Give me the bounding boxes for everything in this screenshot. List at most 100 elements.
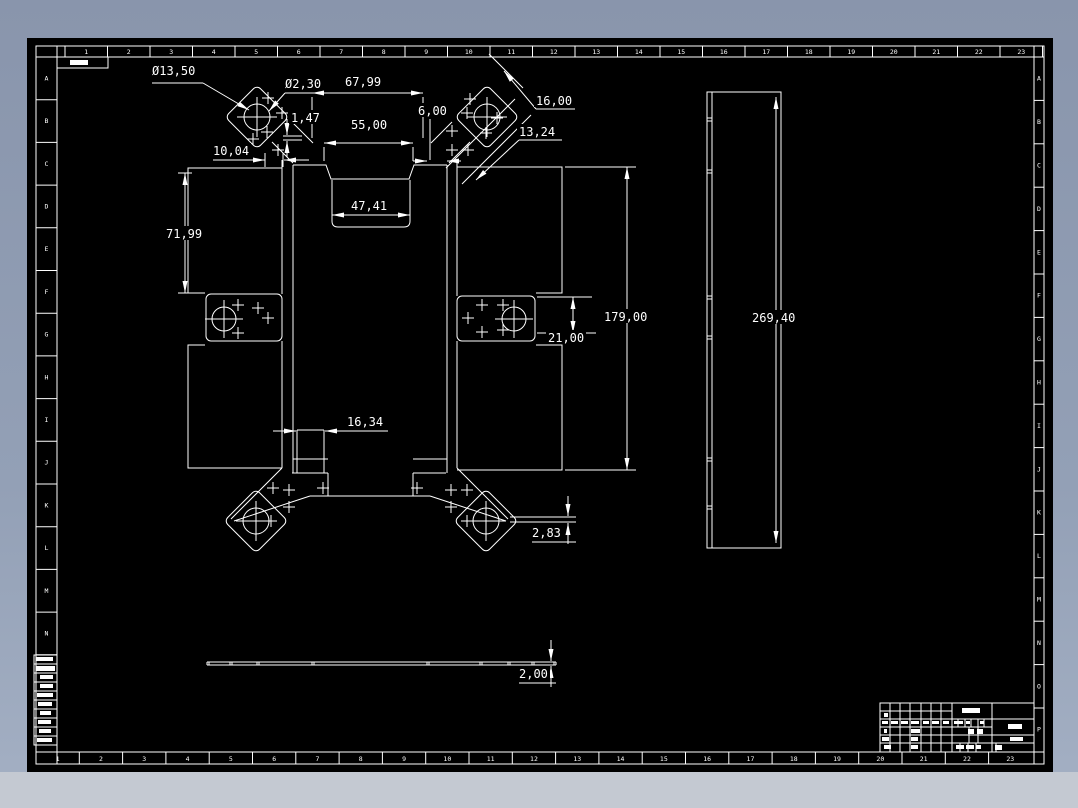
svg-text:B: B <box>45 117 49 125</box>
svg-text:19: 19 <box>833 755 841 763</box>
dimension-label-foot-width: 16,34 <box>345 414 385 429</box>
svg-text:E: E <box>45 245 49 253</box>
dimension-label-tab-height: 21,00 <box>546 330 586 345</box>
svg-text:10: 10 <box>465 48 473 56</box>
svg-text:71,99: 71,99 <box>166 227 202 241</box>
dimension-labels: Ø13,50 Ø2,30 67,99 1,47 55,00 6,00 16,00… <box>150 63 798 681</box>
svg-text:H: H <box>1037 379 1041 387</box>
svg-text:K: K <box>1037 509 1041 517</box>
svg-text:17: 17 <box>762 48 770 56</box>
svg-text:13: 13 <box>592 48 600 56</box>
svg-text:1: 1 <box>56 755 60 763</box>
svg-text:5: 5 <box>229 755 233 763</box>
svg-text:21,00: 21,00 <box>548 331 584 345</box>
svg-text:22: 22 <box>975 48 983 56</box>
svg-text:6: 6 <box>272 755 276 763</box>
svg-text:6,00: 6,00 <box>418 104 447 118</box>
svg-text:18: 18 <box>805 48 813 56</box>
svg-text:11: 11 <box>487 755 495 763</box>
dimension-label-tab-offset: 10,04 <box>211 143 251 158</box>
svg-text:I: I <box>1037 422 1041 430</box>
svg-text:M: M <box>1037 596 1041 604</box>
svg-text:11: 11 <box>507 48 515 56</box>
svg-text:3: 3 <box>169 48 173 56</box>
svg-text:3: 3 <box>142 755 146 763</box>
svg-text:L: L <box>1037 552 1041 560</box>
svg-text:14: 14 <box>635 48 643 56</box>
dimension-label-chamfer: 16,00 <box>534 93 574 108</box>
svg-text:G: G <box>1037 335 1041 343</box>
dimension-label-tongue-width: 47,41 <box>349 198 389 213</box>
svg-text:2,83: 2,83 <box>532 526 561 540</box>
svg-text:7: 7 <box>339 48 343 56</box>
svg-text:10: 10 <box>443 755 451 763</box>
svg-text:K: K <box>45 501 49 509</box>
dimension-label-offset: 1,47 <box>289 110 322 125</box>
svg-text:18: 18 <box>790 755 798 763</box>
svg-text:I: I <box>45 416 49 424</box>
svg-text:10,04: 10,04 <box>213 144 249 158</box>
svg-text:13,24: 13,24 <box>519 125 555 139</box>
dimension-label-top-width: 67,99 <box>343 74 383 89</box>
svg-text:1,47: 1,47 <box>291 111 320 125</box>
sheet-label-box <box>56 56 109 69</box>
dimension-label-frame-height: 179,00 <box>602 309 649 324</box>
svg-text:21: 21 <box>920 755 928 763</box>
svg-text:2: 2 <box>99 755 103 763</box>
svg-text:4: 4 <box>212 48 216 56</box>
svg-text:J: J <box>1037 465 1041 473</box>
svg-text:D: D <box>45 202 49 210</box>
drawing-canvas <box>27 38 1053 772</box>
svg-text:A: A <box>45 74 49 82</box>
dimension-label-slot-width: 55,00 <box>349 117 389 132</box>
svg-text:G: G <box>45 331 49 339</box>
svg-text:269,40: 269,40 <box>752 311 795 325</box>
svg-text:23: 23 <box>1017 48 1025 56</box>
svg-text:C: C <box>1037 162 1041 170</box>
svg-text:12: 12 <box>550 48 558 56</box>
svg-text:20: 20 <box>890 48 898 56</box>
dimension-label-wing-height: 71,99 <box>164 226 204 241</box>
svg-text:179,00: 179,00 <box>604 310 647 324</box>
svg-text:Ø2,30: Ø2,30 <box>285 77 321 91</box>
svg-text:47,41: 47,41 <box>351 199 387 213</box>
svg-text:9: 9 <box>424 48 428 56</box>
svg-text:M: M <box>45 587 49 595</box>
holes-and-centermarks <box>205 92 533 541</box>
svg-text:2,00: 2,00 <box>519 667 548 681</box>
svg-text:19: 19 <box>847 48 855 56</box>
svg-text:13: 13 <box>573 755 581 763</box>
svg-text:15: 15 <box>660 755 668 763</box>
dimension-label-small-hole-dia: Ø2,30 <box>283 76 323 91</box>
side-view-hole-ticks <box>707 117 712 510</box>
svg-text:1: 1 <box>84 48 88 56</box>
svg-text:C: C <box>45 160 49 168</box>
svg-text:17: 17 <box>747 755 755 763</box>
svg-text:20: 20 <box>876 755 884 763</box>
svg-text:23: 23 <box>1006 755 1014 763</box>
svg-text:H: H <box>45 373 49 381</box>
svg-text:L: L <box>45 544 49 552</box>
micro-text-blobs <box>36 60 1023 750</box>
svg-text:8: 8 <box>359 755 363 763</box>
svg-text:22: 22 <box>963 755 971 763</box>
svg-text:J: J <box>45 459 49 467</box>
svg-text:F: F <box>45 288 49 296</box>
svg-text:21: 21 <box>932 48 940 56</box>
svg-text:D: D <box>1037 205 1041 213</box>
bottom-strip-view <box>206 661 557 666</box>
front-view <box>187 86 571 552</box>
dimension-label-rail-width: 6,00 <box>416 103 449 118</box>
svg-text:Ø13,50: Ø13,50 <box>152 64 195 78</box>
svg-text:9: 9 <box>402 755 406 763</box>
dimension-label-arm-thickness: 2,83 <box>530 525 563 540</box>
svg-text:B: B <box>1037 118 1041 126</box>
svg-text:16,34: 16,34 <box>347 415 383 429</box>
svg-text:14: 14 <box>617 755 625 763</box>
svg-text:P: P <box>1037 726 1041 734</box>
svg-text:7: 7 <box>315 755 319 763</box>
svg-text:N: N <box>1037 639 1041 647</box>
revision-table <box>33 654 58 746</box>
